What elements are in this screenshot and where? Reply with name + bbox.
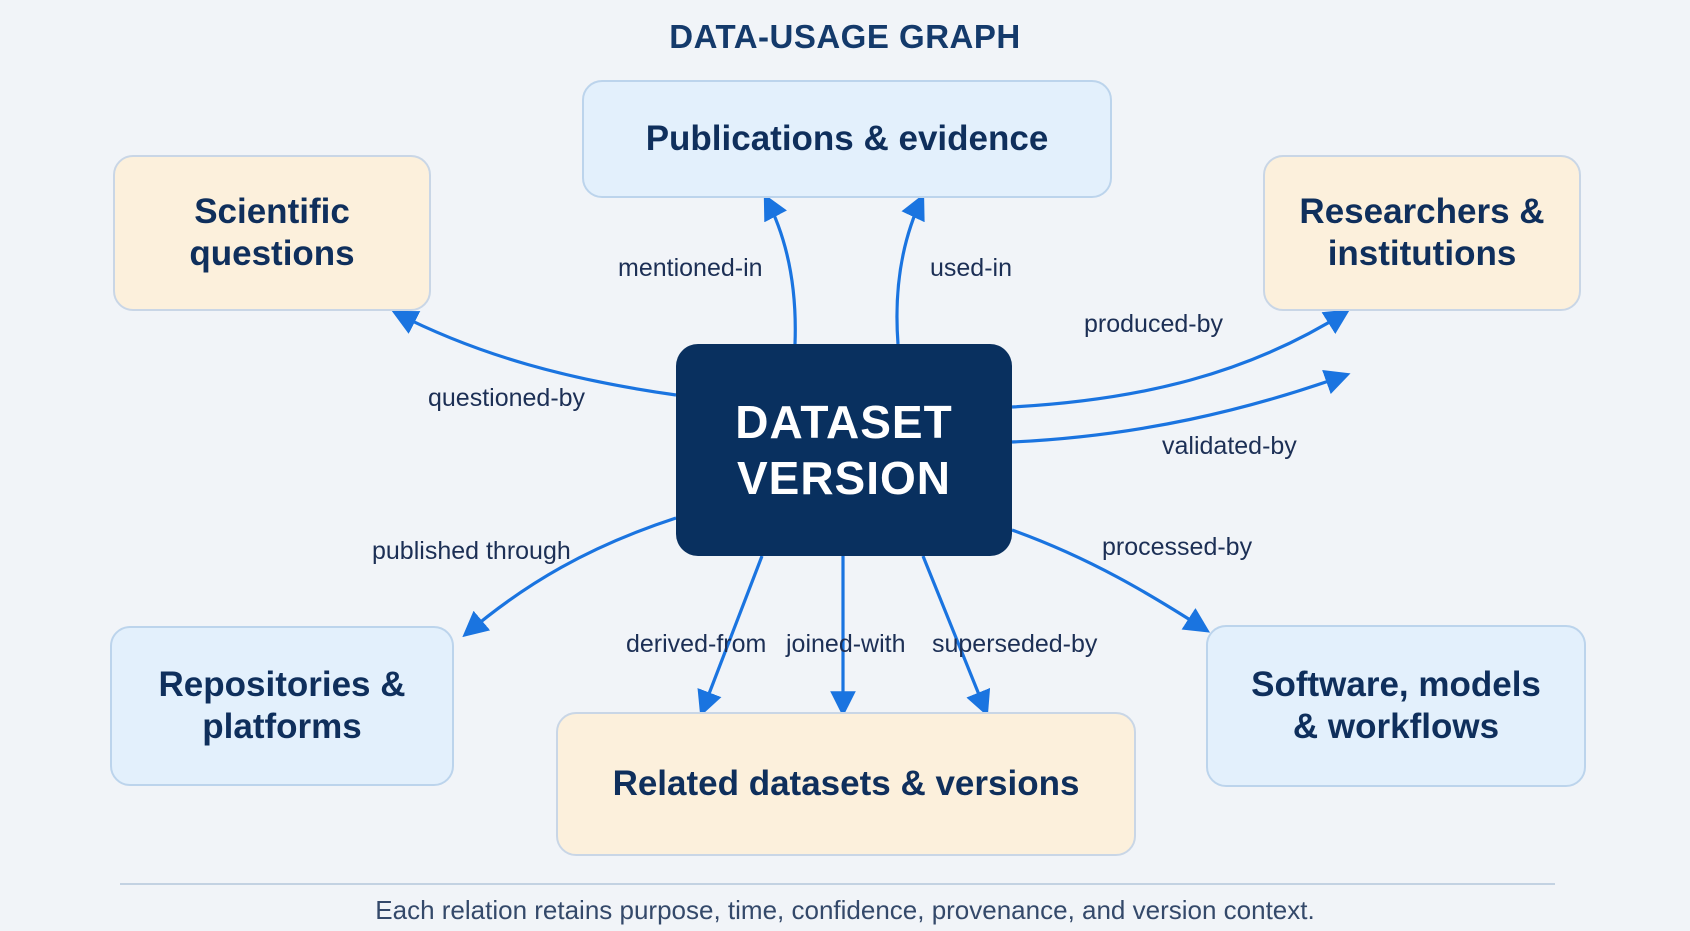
- node-repositories: Repositories & platforms: [110, 626, 454, 786]
- edge-validated-by: [1011, 369, 1351, 444]
- label-used-in: used-in: [930, 254, 1012, 282]
- edge-processed-by: [1011, 528, 1211, 633]
- node-related-datasets: Related datasets & versions: [556, 712, 1136, 856]
- node-dataset-version: DATASET VERSION: [676, 344, 1012, 556]
- edge-used-in: [895, 193, 925, 345]
- node-repositories-line1: Repositories &: [158, 665, 406, 704]
- edge-mentioned-in: [763, 193, 797, 345]
- label-derived-from: derived-from: [626, 630, 767, 658]
- node-related-datasets-label: Related datasets & versions: [612, 764, 1080, 803]
- label-superseded-by: superseded-by: [932, 630, 1098, 658]
- node-scientific-questions-line1: Scientific: [194, 192, 350, 231]
- edge-derived-from: [697, 555, 764, 717]
- node-scientific-questions-line2: questions: [189, 234, 355, 273]
- label-validated-by: validated-by: [1162, 432, 1297, 460]
- edge-questioned-by: [391, 310, 677, 397]
- edge-published-through: [462, 516, 677, 638]
- node-software-line2: & workflows: [1292, 707, 1500, 746]
- label-produced-by: produced-by: [1084, 310, 1223, 338]
- label-processed-by: processed-by: [1102, 533, 1253, 561]
- node-researchers: Researchers & institutions: [1263, 155, 1581, 311]
- node-publications-label: Publications & evidence: [645, 119, 1049, 158]
- edge-superseded-by: [921, 555, 991, 717]
- node-scientific-questions: Scientific questions: [113, 155, 431, 311]
- node-repositories-line2: platforms: [202, 707, 362, 746]
- edge-produced-by: [1011, 309, 1351, 409]
- node-researchers-line2: institutions: [1327, 234, 1517, 273]
- node-researchers-line1: Researchers &: [1299, 192, 1545, 231]
- label-joined-with: joined-with: [786, 630, 906, 658]
- label-mentioned-in: mentioned-in: [618, 254, 763, 282]
- label-published-through: published through: [372, 537, 571, 565]
- diagram-title: DATA-USAGE GRAPH: [669, 18, 1021, 55]
- node-publications: Publications & evidence: [582, 80, 1112, 198]
- footer-divider: [120, 883, 1555, 885]
- center-line2: VERSION: [736, 452, 952, 504]
- center-line1: DATASET: [735, 396, 953, 448]
- footer-note: Each relation retains purpose, time, con…: [375, 895, 1315, 925]
- node-software-line1: Software, models: [1251, 665, 1541, 704]
- node-software: Software, models & workflows: [1206, 625, 1586, 787]
- label-questioned-by: questioned-by: [428, 384, 586, 412]
